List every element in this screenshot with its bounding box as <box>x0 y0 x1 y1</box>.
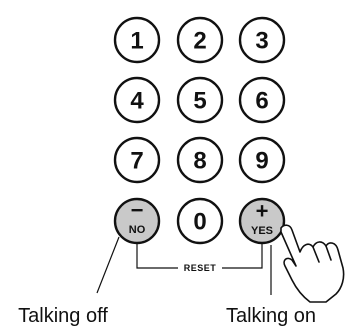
key-4[interactable]: 4 <box>113 76 161 124</box>
key-5[interactable]: 5 <box>176 76 224 124</box>
no-key-label: NO <box>129 224 146 236</box>
key-4-label: 4 <box>130 88 144 115</box>
pointing-hand-icon <box>280 224 345 303</box>
key-9-label: 9 <box>255 148 268 175</box>
key-1[interactable]: 1 <box>113 16 161 64</box>
key-5-label: 5 <box>193 88 206 115</box>
talking-off-caption: Talking off <box>18 305 108 327</box>
key-0[interactable]: 0 <box>176 197 224 245</box>
yes-key[interactable]: + YES <box>238 197 286 245</box>
yes-key-label: YES <box>251 225 273 237</box>
key-7[interactable]: 7 <box>113 136 161 184</box>
plus-icon: + <box>256 199 269 224</box>
reset-label: RESET <box>184 263 217 273</box>
talking-on-caption: Talking on <box>226 305 316 327</box>
key-0-label: 0 <box>193 209 206 236</box>
key-8-label: 8 <box>193 148 206 175</box>
key-9[interactable]: 9 <box>238 136 286 184</box>
key-1-label: 1 <box>130 28 143 55</box>
key-6[interactable]: 6 <box>238 76 286 124</box>
key-2-label: 2 <box>193 28 206 55</box>
minus-icon: − <box>131 198 144 223</box>
key-8[interactable]: 8 <box>176 136 224 184</box>
key-3[interactable]: 3 <box>238 16 286 64</box>
key-3-label: 3 <box>255 28 268 55</box>
no-key[interactable]: − NO <box>113 198 161 245</box>
key-2[interactable]: 2 <box>176 16 224 64</box>
key-7-label: 7 <box>130 148 143 175</box>
reset-bracket <box>136 243 263 269</box>
talking-off-leader <box>96 236 120 294</box>
key-6-label: 6 <box>255 88 268 115</box>
